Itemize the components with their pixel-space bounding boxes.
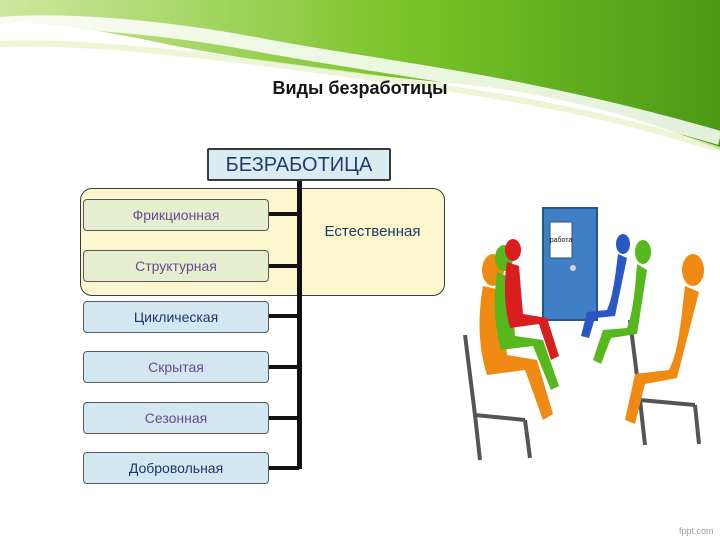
item-frictional: Фрикционная [83, 199, 269, 231]
person-blue-right [581, 234, 630, 338]
natural-unemployment-label: Естественная [324, 223, 421, 240]
item-structural: Структурная [83, 250, 269, 282]
slide-title: Виды безработицы [272, 78, 448, 98]
root-box: БЕЗРАБОТИЦА [207, 148, 391, 181]
connector-tick [269, 264, 299, 268]
footer-logo: fppt.com [679, 526, 714, 536]
connector-tick [269, 365, 299, 369]
person-green-right [593, 240, 651, 364]
connector-tick [269, 314, 299, 318]
connector-trunk [297, 181, 302, 469]
item-voluntary: Добровольная [83, 452, 269, 484]
person-orange-right [625, 254, 704, 424]
connector-tick [269, 416, 299, 420]
item-cyclical: Циклическая [83, 301, 269, 333]
person-red-left [504, 239, 559, 360]
connector-tick [269, 212, 299, 216]
waiting-people-illustration: работа [463, 207, 704, 461]
item-hidden: Скрытая [83, 351, 269, 383]
door-sign: работа [550, 236, 573, 244]
connector-tick [269, 466, 299, 470]
door: работа [542, 207, 598, 321]
green-banner [0, 0, 720, 150]
item-seasonal: Сезонная [83, 402, 269, 434]
